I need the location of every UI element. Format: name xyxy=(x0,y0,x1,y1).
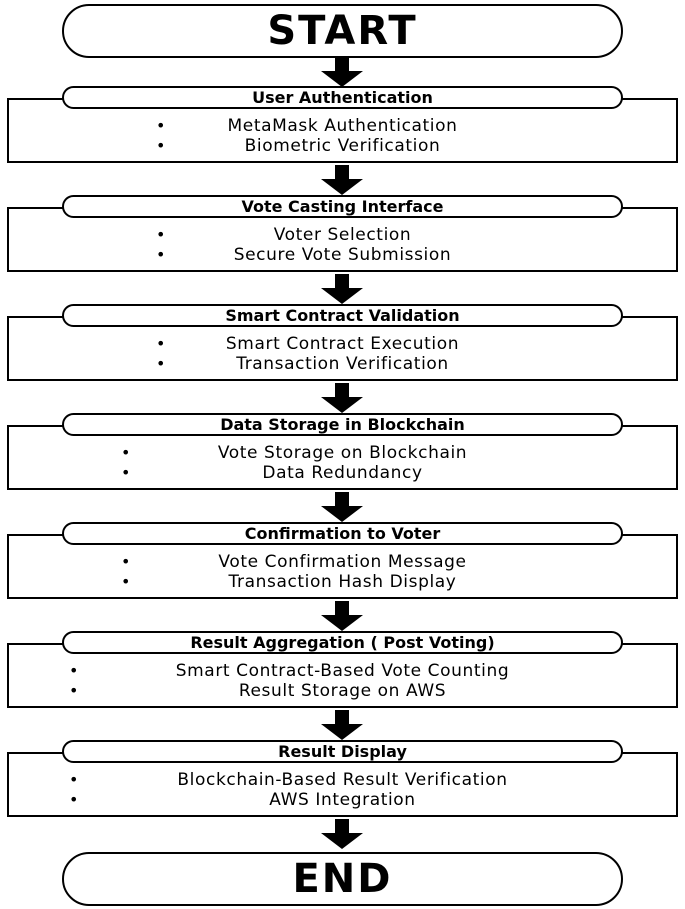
step-item-text: Vote Confirmation Message xyxy=(218,552,467,572)
flow-arrow-4 xyxy=(321,383,363,413)
bullet-icon: • xyxy=(69,661,79,680)
bullet-icon: • xyxy=(156,116,166,135)
bullet-icon: • xyxy=(121,552,131,571)
step-title-pill-smart-contract-validation: Smart Contract Validation xyxy=(62,304,623,327)
end-label: END xyxy=(292,856,393,902)
step-item-text: Secure Vote Submission xyxy=(233,245,452,265)
step-title-pill-vote-casting-interface: Vote Casting Interface xyxy=(62,195,623,218)
step-item-text: Transaction Hash Display xyxy=(228,572,457,592)
step-title: Confirmation to Voter xyxy=(244,523,441,543)
bullet-icon: • xyxy=(121,443,131,462)
step-title: User Authentication xyxy=(252,87,433,107)
flow-arrow-2 xyxy=(321,165,363,195)
bullet-icon: • xyxy=(69,790,79,809)
step-title: Data Storage in Blockchain xyxy=(220,414,465,434)
step-title-pill-user-authentication: User Authentication xyxy=(62,86,623,109)
flow-arrow-5 xyxy=(321,492,363,522)
step-item-text: MetaMask Authentication xyxy=(227,116,458,136)
list-item: • Biometric Verification xyxy=(9,136,676,156)
list-item: • Transaction Hash Display xyxy=(9,572,676,592)
bullet-icon: • xyxy=(156,354,166,373)
start-terminal: START xyxy=(62,4,623,58)
bullet-icon: • xyxy=(69,770,79,789)
list-item: • Data Redundancy xyxy=(9,463,676,483)
step-item-text: Voter Selection xyxy=(273,225,412,245)
step-item-text: Data Redundancy xyxy=(262,463,423,483)
flow-arrow-7 xyxy=(321,710,363,740)
list-item: • Voter Selection xyxy=(9,225,676,245)
bullet-icon: • xyxy=(156,245,166,264)
step-title-pill-result-display: Result Display xyxy=(62,740,623,763)
step-title: Smart Contract Validation xyxy=(225,305,460,325)
step-title: Result Display xyxy=(278,741,407,761)
list-item: • Smart Contract Execution xyxy=(9,334,676,354)
step-item-text: Vote Storage on Blockchain xyxy=(217,443,468,463)
bullet-icon: • xyxy=(121,463,131,482)
flow-arrow-6 xyxy=(321,601,363,631)
step-item-text: Smart Contract-Based Vote Counting xyxy=(175,661,510,681)
step-item-text: Smart Contract Execution xyxy=(225,334,460,354)
bullet-icon: • xyxy=(121,572,131,591)
step-title: Result Aggregation ( Post Voting) xyxy=(190,632,495,652)
end-terminal: END xyxy=(62,852,623,906)
start-label: START xyxy=(267,8,418,54)
list-item: • Smart Contract-Based Vote Counting xyxy=(9,661,676,681)
flow-arrow-1 xyxy=(321,57,363,87)
list-item: • Secure Vote Submission xyxy=(9,245,676,265)
step-item-text: Result Storage on AWS xyxy=(238,681,447,701)
bullet-icon: • xyxy=(156,136,166,155)
step-item-text: Blockchain-Based Result Verification xyxy=(177,770,508,790)
bullet-icon: • xyxy=(156,225,166,244)
list-item: • AWS Integration xyxy=(9,790,676,810)
step-item-text: Transaction Verification xyxy=(236,354,449,374)
list-item: • Blockchain-Based Result Verification xyxy=(9,770,676,790)
list-item: • Vote Storage on Blockchain xyxy=(9,443,676,463)
list-item: • Result Storage on AWS xyxy=(9,681,676,701)
flow-arrow-8 xyxy=(321,819,363,849)
list-item: • Transaction Verification xyxy=(9,354,676,374)
list-item: • MetaMask Authentication xyxy=(9,116,676,136)
bullet-icon: • xyxy=(156,334,166,353)
bullet-icon: • xyxy=(69,681,79,700)
step-item-text: Biometric Verification xyxy=(244,136,441,156)
list-item: • Vote Confirmation Message xyxy=(9,552,676,572)
step-title-pill-confirmation-to-voter: Confirmation to Voter xyxy=(62,522,623,545)
flow-arrow-3 xyxy=(321,274,363,304)
step-title: Vote Casting Interface xyxy=(241,196,444,216)
step-title-pill-data-storage: Data Storage in Blockchain xyxy=(62,413,623,436)
step-item-text: AWS Integration xyxy=(269,790,416,810)
step-title-pill-result-aggregation: Result Aggregation ( Post Voting) xyxy=(62,631,623,654)
